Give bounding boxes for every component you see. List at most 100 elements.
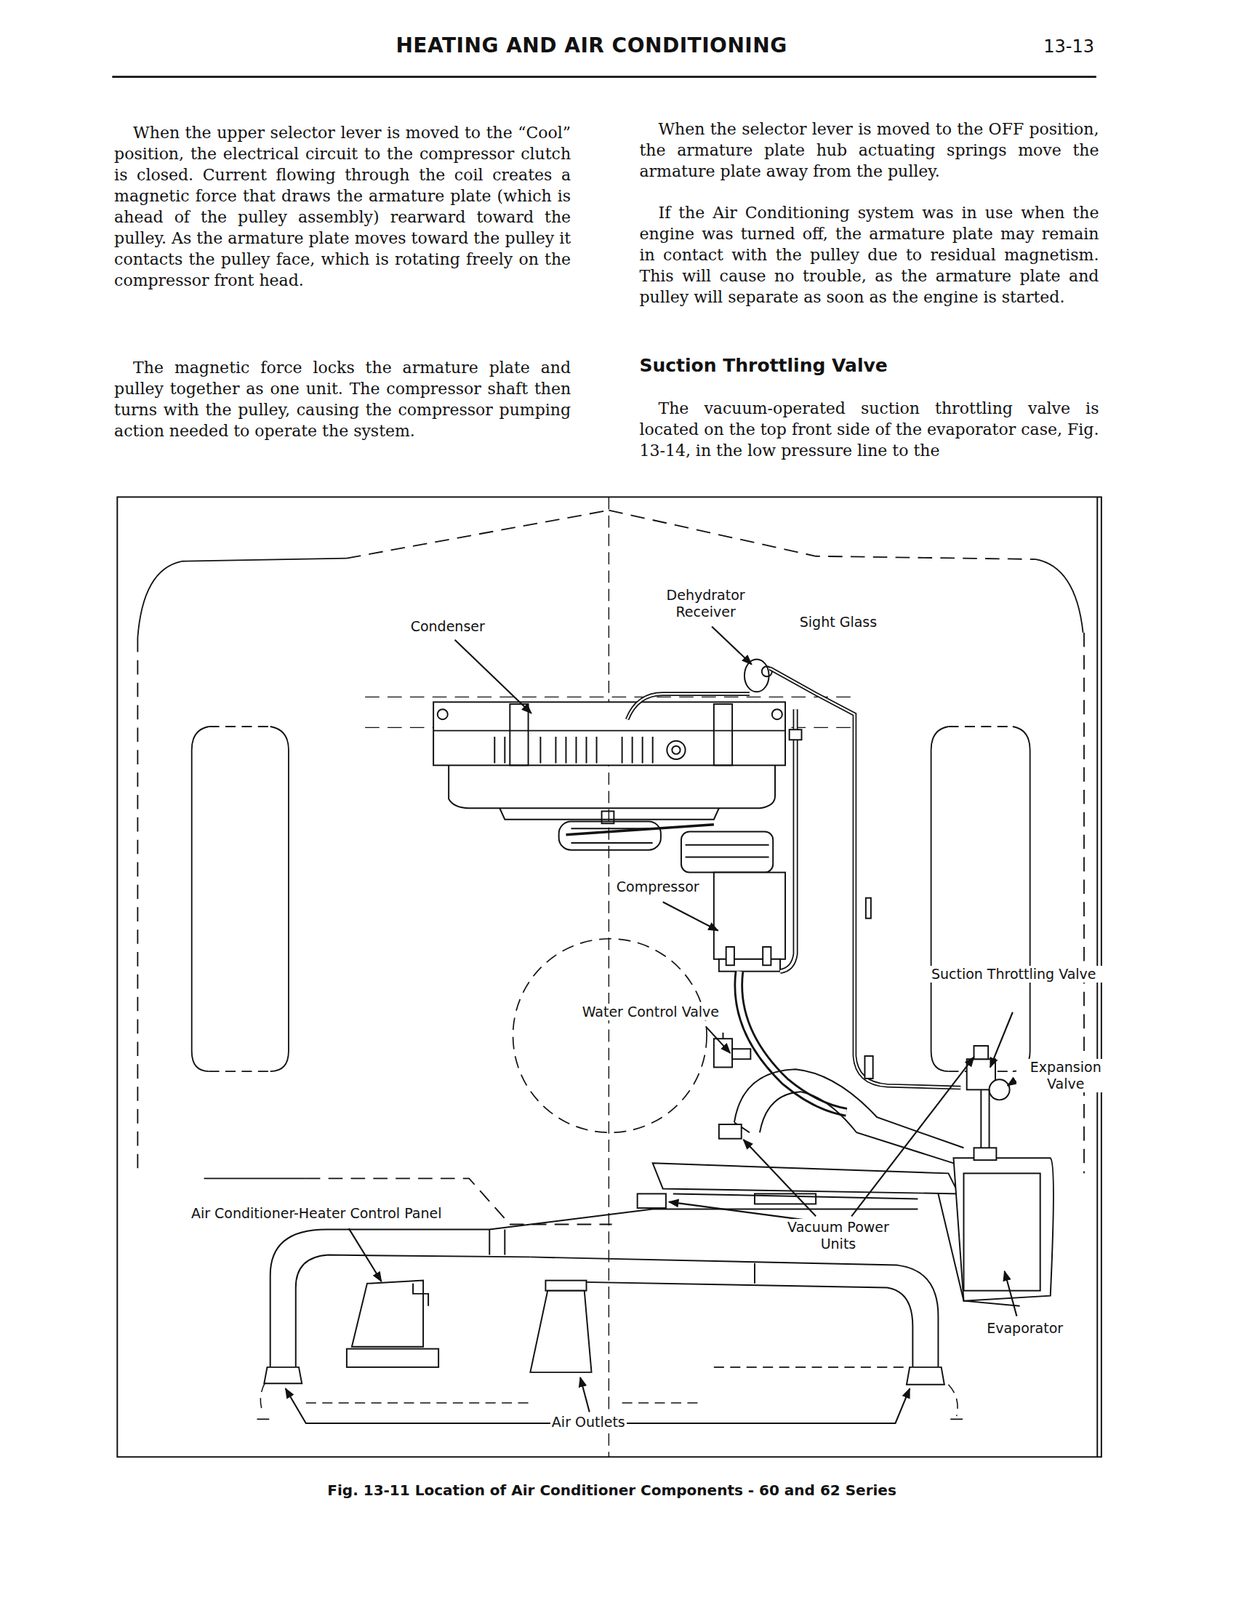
blower-and-ducts-part	[550, 1281, 913, 1367]
car-body-outline	[137, 510, 1085, 1225]
condenser-drawing	[364, 696, 852, 819]
floor-outline-part	[260, 1382, 265, 1413]
leader-lines-part	[623, 1387, 910, 1423]
leader-lines-part	[851, 1056, 974, 1216]
page-number: 13-13	[1043, 36, 1095, 57]
part-label: Evaporator	[985, 1319, 1065, 1337]
control-panel-drawing	[346, 1280, 439, 1367]
condenser-drawing-part	[494, 736, 653, 763]
compressor-drawing-part	[685, 844, 770, 858]
running-header: HEATING AND AIR CONDITIONING	[395, 33, 787, 58]
floor-outline-part	[306, 1401, 704, 1404]
condenser-drawing-part	[713, 703, 733, 765]
condenser-drawing-part	[448, 764, 776, 808]
car-body-outline-part	[204, 1177, 307, 1179]
refrigerant-lines-part	[769, 668, 961, 1087]
condenser-drawing-part	[671, 745, 680, 754]
leader-lines-part	[580, 1377, 590, 1412]
header-rule	[111, 75, 1097, 78]
blower-and-ducts-part	[530, 1256, 938, 1367]
refrigerant-lines-part	[780, 708, 796, 971]
evaporator-drawing-part	[989, 1078, 1010, 1100]
blower-and-ducts-part	[719, 1124, 742, 1139]
leader-lines-part	[663, 901, 719, 930]
part-label: Suction Throttling Valve	[924, 965, 1103, 983]
water-control-valve-drawing-part	[721, 1032, 724, 1039]
blower-and-ducts	[263, 1068, 964, 1384]
body-paragraph: When the selector lever is moved to the …	[639, 118, 1099, 182]
evaporator-drawing-part	[963, 1172, 1040, 1290]
body-paragraph: The vacuum-operated suction throttling v…	[639, 397, 1099, 461]
car-body-outline-part	[346, 510, 609, 559]
floor-outline-part	[948, 1384, 958, 1416]
evaporator-drawing-part	[937, 1193, 1020, 1306]
part-label: Compressor	[615, 878, 701, 896]
body-paragraph: When the upper selector lever is moved t…	[114, 122, 571, 291]
compressor-drawing-part	[726, 946, 735, 965]
leader-lines-part	[711, 626, 752, 665]
compressor-drawing	[681, 831, 786, 971]
header-rule-part	[111, 75, 1097, 78]
car-body-outline-part	[191, 726, 210, 1071]
car-body-outline-part	[137, 561, 182, 638]
water-control-valve-drawing	[713, 1032, 751, 1068]
blower-and-ducts-part	[530, 1290, 592, 1372]
car-body-outline-part	[931, 726, 949, 1071]
evaporator-drawing-part	[974, 1045, 989, 1059]
steering-wheel-outline-part	[513, 938, 708, 1133]
evaporator-drawing-part	[974, 1147, 997, 1160]
car-body-outline-part	[270, 726, 289, 1071]
blower-and-ducts-part	[545, 1280, 587, 1291]
car-body-outline-part	[1035, 559, 1084, 633]
leader-lines-part	[1004, 1270, 1018, 1316]
steering-wheel-outline	[513, 938, 708, 1133]
engine-pulleys-part	[559, 820, 661, 850]
refrigerant-lines-part	[627, 693, 750, 720]
part-label: Air Conditioner-Heater Control Panel	[189, 1204, 444, 1222]
leader-lines-part	[285, 1387, 557, 1423]
part-label: Water Control Valve	[580, 1003, 721, 1021]
leader-lines-part	[348, 1228, 382, 1282]
leader-lines-part	[668, 1201, 808, 1221]
condenser-drawing-part	[499, 807, 720, 819]
leader-lines-part	[743, 1139, 817, 1216]
compressor-drawing-part	[762, 946, 771, 965]
refrigerant-lines-part	[864, 1055, 873, 1079]
blower-and-ducts-part	[637, 1193, 666, 1208]
blower-and-ducts-part	[489, 1229, 505, 1255]
compressor-drawing-part	[681, 831, 773, 872]
evaporator-drawing-part	[953, 1157, 1053, 1300]
car-body-outline-part	[136, 637, 139, 1173]
part-label: Condenser	[409, 618, 487, 635]
water-control-valve-drawing-part	[732, 1048, 751, 1059]
leader-lines-part	[990, 1012, 1013, 1068]
blower-and-ducts-part	[906, 1366, 945, 1385]
part-label: Air Outlets	[550, 1413, 627, 1431]
condenser-drawing-part	[772, 708, 783, 720]
blower-and-ducts-part	[759, 1091, 954, 1163]
leader-lines-part	[1007, 1081, 1014, 1086]
refrigerant-lines-part	[769, 668, 961, 1087]
figure-caption: Fig. 13-11 Location of Air Conditioner C…	[327, 1481, 897, 1499]
body-paragraph: If the Air Conditioning system was in us…	[639, 202, 1099, 308]
car-body-outline-part	[181, 558, 347, 562]
leader-lines-part	[705, 1025, 731, 1053]
section-heading: Suction Throttling Valve	[639, 354, 888, 376]
control-panel-drawing-part	[346, 1348, 439, 1367]
refrigerant-lines-part	[865, 897, 872, 919]
leader-lines	[285, 626, 1018, 1423]
blower-and-ducts-part	[753, 1262, 756, 1284]
refrigerant-lines-part	[627, 693, 750, 720]
blower-and-ducts-part	[652, 1162, 959, 1194]
figure-frame-part	[608, 496, 610, 1457]
condenser-drawing-part	[666, 740, 685, 760]
part-label: Expansion Valve	[1016, 1058, 1116, 1093]
floor-outline	[260, 1366, 958, 1416]
blower-and-ducts-part	[263, 1366, 302, 1383]
blower-and-ducts-part	[270, 1208, 919, 1367]
blower-and-ducts-part	[295, 1254, 531, 1367]
car-body-outline-part	[209, 726, 271, 1071]
refrigerant-lines-part	[738, 971, 847, 1113]
car-body-outline-part	[948, 726, 1013, 1071]
car-body-outline-part	[608, 510, 1035, 560]
